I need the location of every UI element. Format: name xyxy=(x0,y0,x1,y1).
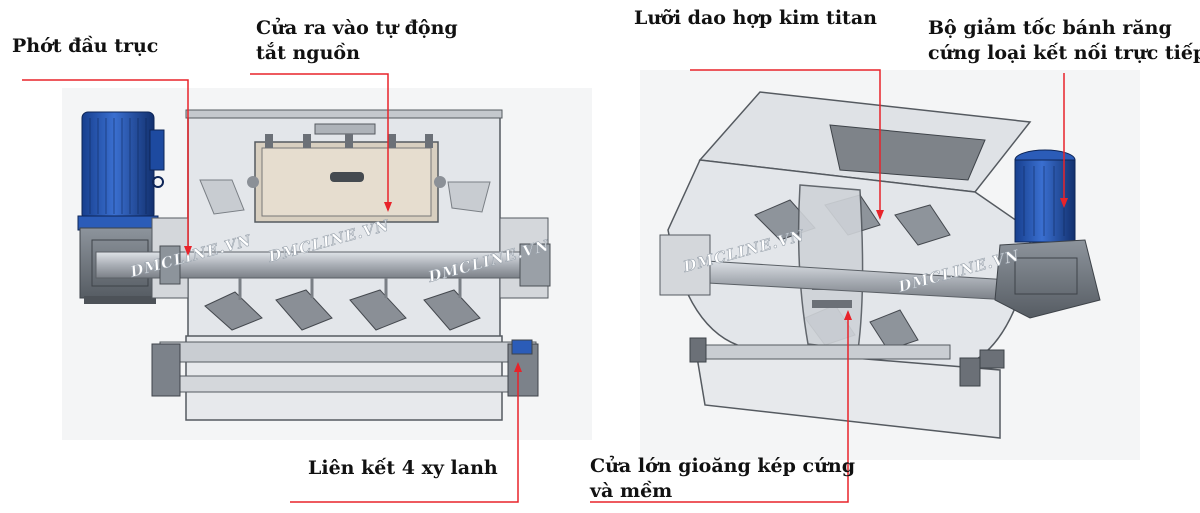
motor-icon xyxy=(77,111,165,231)
cylinder-icon xyxy=(151,339,539,397)
leader-lines xyxy=(22,69,1065,503)
hatch-door-icon xyxy=(247,134,446,223)
cylinder-icon-right xyxy=(689,337,1005,387)
front-view-panel: DMCLINE.VN DMCLINE.VN DMCLINE.VN xyxy=(62,88,592,440)
motor-icon-right xyxy=(1014,149,1076,243)
perspective-view-panel: DMCLINE.VN DMCLINE.VN xyxy=(640,70,1140,460)
label-titanium-blade: Lưỡi dao hợp kim titan xyxy=(634,7,877,29)
leader-big-door xyxy=(590,312,849,503)
gearbox-icon-right xyxy=(994,239,1101,319)
label-hatch-door: Cửa ra vào tự động tắt nguồn xyxy=(256,16,458,66)
leader-titanium-blade xyxy=(690,69,881,218)
label-gear-reducer-line2: cứng loại kết nối trực tiếp xyxy=(928,42,1200,64)
label-big-door-line2: và mềm xyxy=(590,480,673,502)
label-big-door: Cửa lớn gioăng kép cứng và mềm xyxy=(590,454,855,504)
label-big-door-line1: Cửa lớn gioăng kép cứng xyxy=(590,455,856,477)
leader-arrowheads xyxy=(184,198,1068,372)
leader-shaft-seal xyxy=(22,79,189,254)
label-shaft-seal: Phớt đầu trục xyxy=(12,35,159,57)
label-gear-reducer-line1: Bộ giảm tốc bánh răng xyxy=(928,17,1172,39)
label-gear-reducer: Bộ giảm tốc bánh răng cứng loại kết nối … xyxy=(928,16,1200,66)
label-hatch-door-line1: Cửa ra vào tự động xyxy=(256,17,458,39)
label-cylinder-link: Liên kết 4 xy lanh xyxy=(308,457,498,479)
leader-hatch-door xyxy=(250,73,389,210)
label-hatch-door-line2: tắt nguồn xyxy=(256,42,360,64)
leader-cylinder-link xyxy=(290,364,519,503)
